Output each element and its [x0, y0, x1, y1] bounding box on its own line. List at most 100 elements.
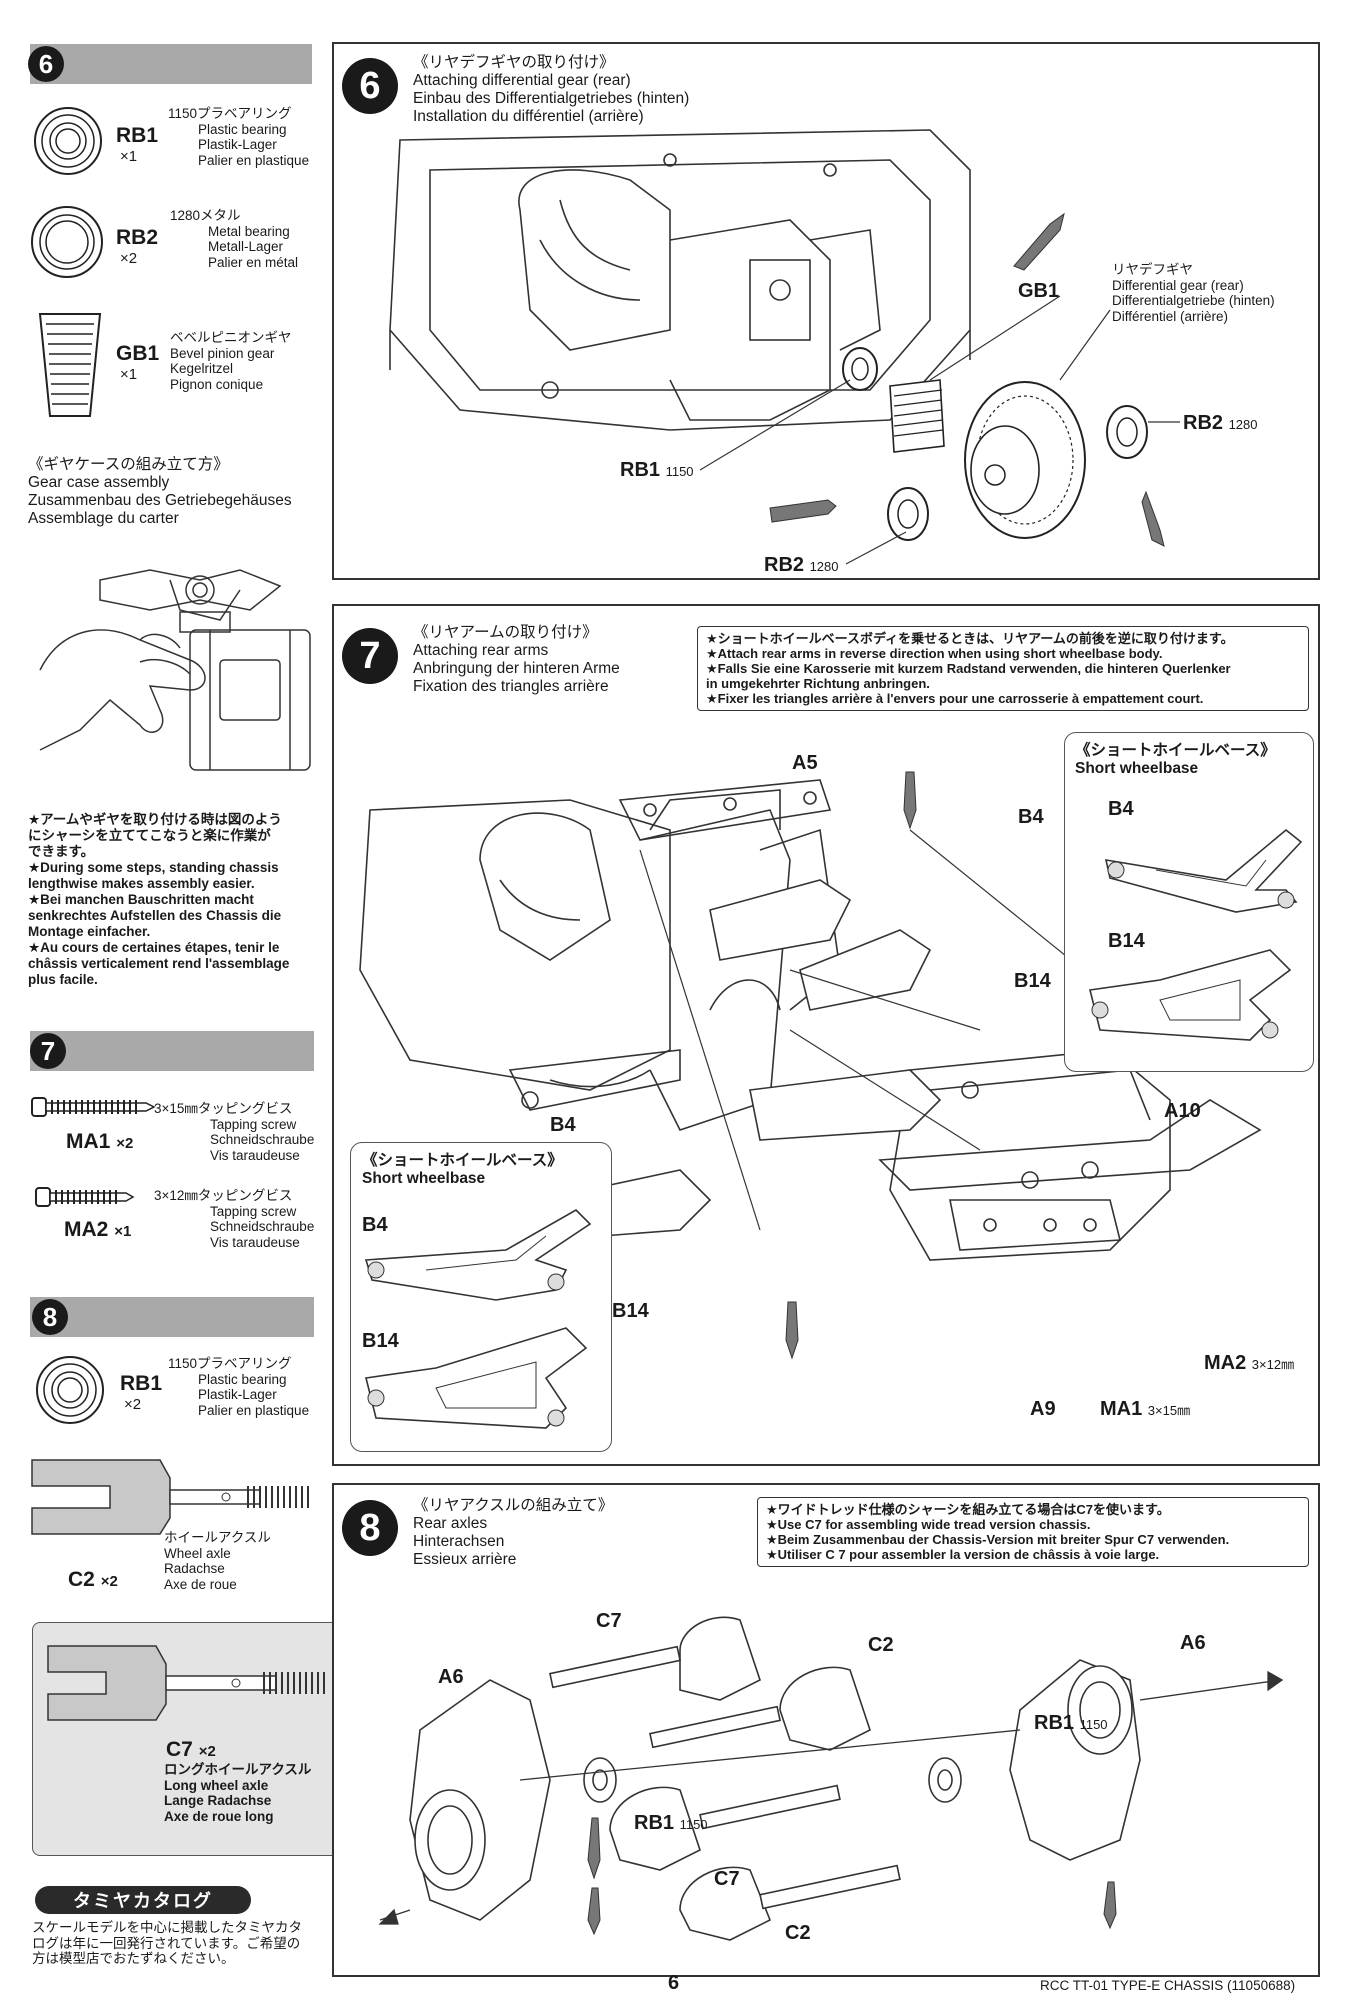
title-fr: Fixation des triangles arrière	[413, 678, 609, 695]
label-fr: Différentiel (arrière)	[1112, 308, 1229, 324]
part-desc-de: Plastik-Lager	[198, 1387, 277, 1402]
bevel-pinion-gear-icon	[38, 313, 102, 417]
tip-line: ★アームやギヤを取り付ける時は図のよう	[28, 812, 282, 827]
long-wheel-axle-icon	[47, 1645, 325, 1721]
part-desc-ma2: 3×12㎜タッピングビス Tapping screw Schneidschrau…	[154, 1188, 314, 1250]
part-desc-de: Plastik-Lager	[198, 137, 277, 152]
part-desc-jp: 3×15㎜タッピングビス	[154, 1101, 293, 1116]
part-qty-gb1: ×1	[120, 366, 138, 383]
grease-brush-icon	[903, 771, 917, 830]
part-desc-rb1: 1150プラベアリング Plastic bearing Plastik-Lage…	[168, 106, 309, 168]
tip-line: できます。	[28, 844, 95, 859]
step7-title: 《リヤアームの取り付け》 Attaching rear arms Anbring…	[413, 624, 620, 696]
part-desc-en: Wheel axle	[164, 1545, 231, 1561]
part-desc-en: Long wheel axle	[164, 1777, 269, 1793]
code: MA2	[64, 1218, 109, 1241]
label-a6-left: A6	[438, 1666, 464, 1688]
title-de: Hinterachsen	[413, 1533, 505, 1550]
arm-b4-short-part	[364, 1209, 592, 1301]
note-en: ★Attach rear arms in reverse direction w…	[706, 646, 1163, 661]
code: MA1	[1100, 1398, 1143, 1420]
title-en: Attaching differential gear (rear)	[413, 72, 631, 89]
part-desc-fr: Vis taraudeuse	[210, 1147, 300, 1163]
diff-gear-label: リヤデフギヤ Differential gear (rear) Differen…	[1112, 262, 1275, 324]
standing-chassis-tip: ★アームやギヤを取り付ける時は図のよう にシャーシを立ててこなうと楽に作業が で…	[28, 812, 318, 988]
arm-b4-short-part	[1104, 828, 1303, 913]
title-jp: 《リヤアームの取り付け》	[413, 624, 598, 641]
label-rb1: RB1 1150	[620, 459, 694, 482]
part-code-c7: C7 ×2	[166, 1738, 216, 1762]
title-en: Gear case assembly	[28, 474, 170, 491]
catalog-line: 方は模型店でおたずねください。	[32, 1951, 235, 1966]
note-de: ★Falls Sie eine Karosserie mit kurzem Ra…	[706, 661, 1231, 676]
bevel-pinion-gear-part	[889, 379, 945, 453]
label-c2-bottom: C2	[785, 1922, 811, 1944]
label-ma2: MA2 3×12㎜	[1204, 1352, 1294, 1375]
tip-line: senkrechtes Aufstellen des Chassis die	[28, 908, 282, 923]
tip-line: ★Au cours de certaines étapes, tenir le	[28, 940, 280, 955]
title-de: Zusammenbau des Getriebegehäuses	[28, 492, 292, 509]
note-fr: ★Fixer les triangles arrière à l'envers …	[706, 691, 1204, 706]
gear-case-assembly-title: 《ギヤケースの組み立て方》 Gear case assembly Zusamme…	[28, 456, 292, 528]
part-desc-fr: Axe de roue long	[164, 1808, 274, 1824]
part-code-ma1: MA1 ×2	[66, 1130, 133, 1154]
grease-brush-icon	[785, 1301, 799, 1360]
label-rb2-right: RB2 1280	[1183, 412, 1258, 435]
note-de-cont: in umgekehrter Richtung anbringen.	[706, 676, 930, 691]
code: MA2	[1204, 1352, 1247, 1374]
note-jp: ★ショートホイールベースボディを乗せるときは、リヤアームの前後を逆に取り付けます…	[706, 631, 1234, 646]
tip-line: plus facile.	[28, 972, 98, 987]
part-desc-fr: Pignon conique	[170, 376, 264, 392]
part-desc-en: Tapping screw	[210, 1116, 297, 1132]
part-desc-en: Metal bearing	[208, 223, 290, 239]
part-desc-de: Schneidschraube	[210, 1132, 315, 1147]
chassis-rear-gearbox-illustration	[389, 129, 971, 431]
title-en: Rear axles	[413, 1515, 488, 1532]
part-desc-jp: 1150プラベアリング	[168, 106, 292, 121]
rb2-bearing-part	[1106, 405, 1148, 459]
title-fr: Essieux arrière	[413, 1551, 517, 1568]
part-code-ma2: MA2 ×1	[64, 1218, 131, 1242]
arm-b14-short-part	[365, 1327, 588, 1429]
note-fr: ★Utiliser C 7 pour assembler la version …	[766, 1547, 1160, 1562]
grease-brush-icon	[1013, 212, 1065, 271]
size: 1150	[679, 1817, 708, 1832]
part-desc-en: Bevel pinion gear	[170, 345, 275, 361]
part-desc-de: Lange Radachse	[164, 1793, 272, 1808]
catalog-heading: タミヤカタログ	[35, 1886, 251, 1914]
step8-note: ★ワイドトレッド仕様のシャーシを組み立てる場合はC7を使います。 ★Use C7…	[757, 1497, 1309, 1567]
title-jp: 《リヤアクスルの組み立て》	[413, 1497, 614, 1514]
rear-axle-exploded-illustration	[378, 1616, 1284, 1941]
title-de: Anbringung der hinteren Arme	[413, 660, 620, 677]
step7-note: ★ショートホイールベースボディを乗せるときは、リヤアームの前後を逆に取り付けます…	[697, 626, 1309, 711]
tip-line: にシャーシを立ててこなうと楽に作業が	[28, 828, 271, 843]
size: 1280	[809, 559, 839, 574]
part-code-rb1-s8: RB1	[120, 1372, 163, 1395]
qty: ×2	[100, 1573, 118, 1590]
part-qty-rb1: ×1	[120, 148, 138, 165]
label-a10: A10	[1164, 1100, 1201, 1122]
part-desc-en: Plastic bearing	[198, 121, 287, 137]
plastic-bearing-icon	[34, 107, 102, 175]
title-fr: Installation du différentiel (arrière)	[413, 108, 644, 125]
part-desc-jp: 1150プラベアリング	[168, 1356, 292, 1371]
part-desc-jp: 3×12㎜タッピングビス	[154, 1188, 293, 1203]
part-desc-en: Plastic bearing	[198, 1371, 287, 1387]
label-b14-short: B14	[1108, 930, 1145, 952]
label-c2-top: C2	[868, 1634, 894, 1656]
step7-number: 7	[342, 628, 398, 684]
label-a9: A9	[1030, 1398, 1056, 1420]
label-ma1: MA1 3×15㎜	[1100, 1398, 1190, 1421]
qty: ×1	[114, 1223, 132, 1240]
step6-parts-header	[30, 44, 312, 84]
part-desc-ma1: 3×15㎜タッピングビス Tapping screw Schneidschrau…	[154, 1101, 314, 1163]
part-desc-rb2: 1280メタル Metal bearing Metall-Lager Palie…	[170, 208, 298, 270]
title-jp: 《リヤデフギヤの取り付け》	[413, 54, 615, 71]
step8-parts-header	[30, 1297, 314, 1337]
label-b14-bottom: B14	[612, 1300, 649, 1322]
title-jp: 《ショートホイールベース》	[362, 1152, 563, 1169]
grease-brush-icon	[1141, 490, 1165, 547]
label-b4-top: B4	[1018, 806, 1044, 828]
step7-parts-header	[30, 1031, 314, 1071]
